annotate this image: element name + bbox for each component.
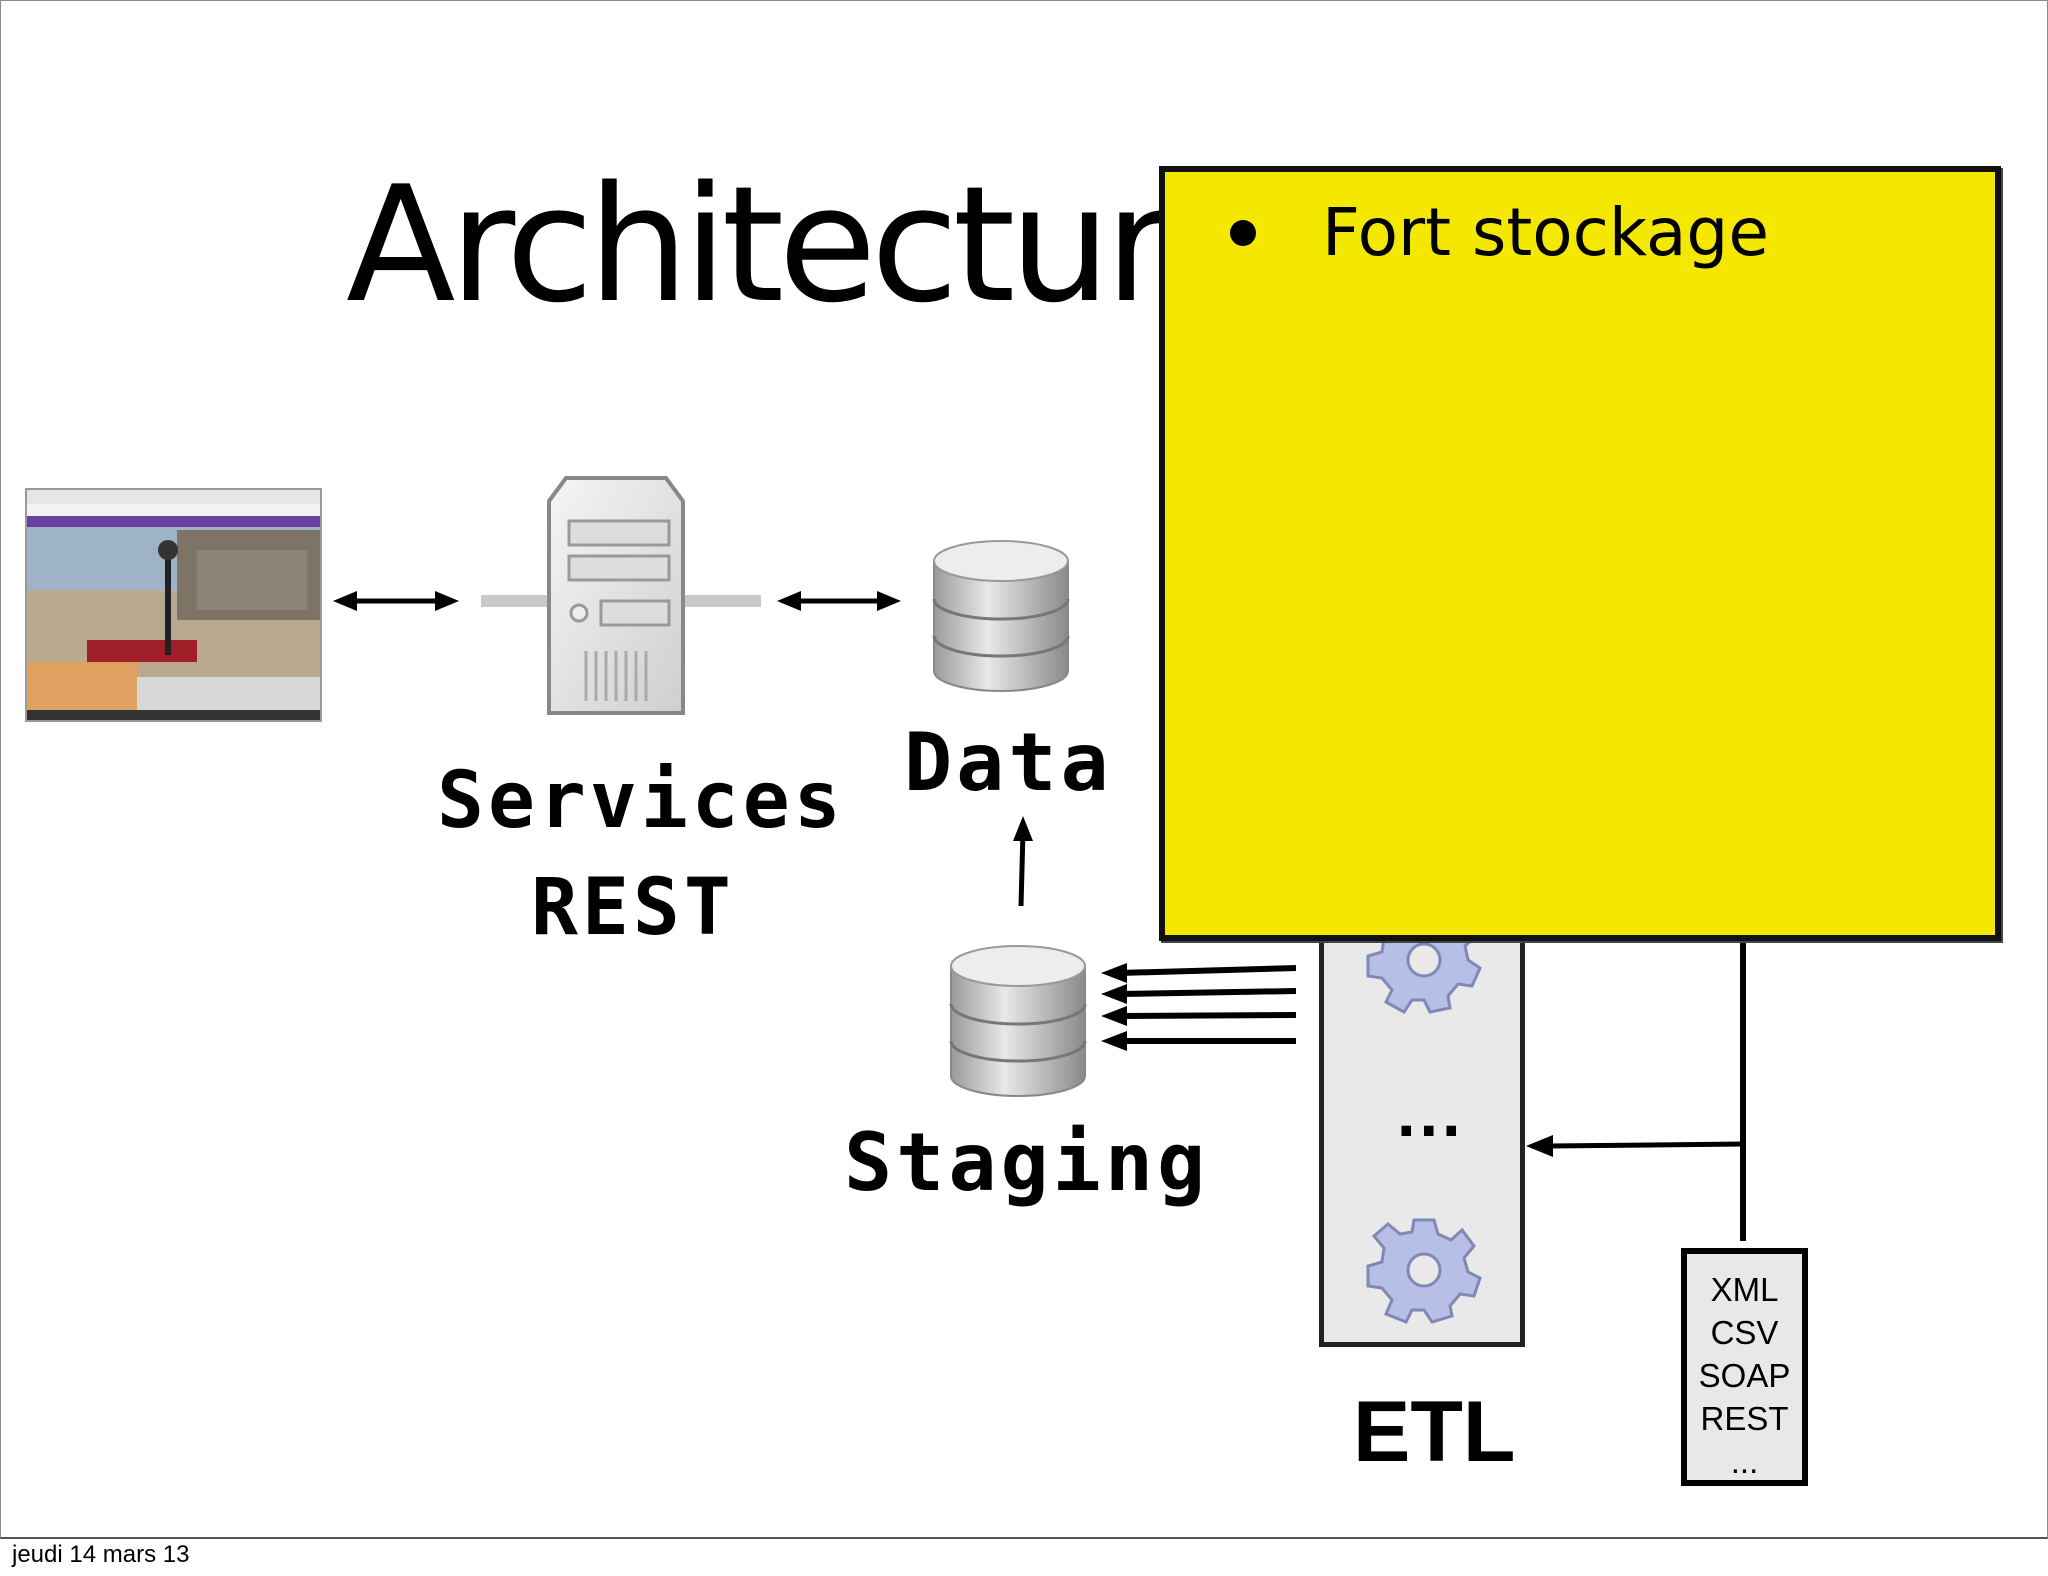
callout-bullet: Fort stockage <box>1230 194 1769 271</box>
callout-box: Fort stockage <box>1159 166 2001 941</box>
format-item: XML <box>1710 1271 1779 1308</box>
callout-text: Fort stockage <box>1322 194 1769 271</box>
etl-label: ETL <box>1353 1384 1516 1480</box>
diagram-connectors <box>333 476 1746 1241</box>
footer-date: jeudi 14 mars 13 <box>12 1541 190 1568</box>
arrow-sources-etl <box>1526 1135 1744 1157</box>
database-icon <box>949 945 1087 1097</box>
gear-icon <box>1366 1218 1482 1324</box>
data-sources-box: XML CSV SOAP REST ... <box>1681 1248 1808 1486</box>
format-item: SOAP <box>1698 1357 1791 1394</box>
rest-label: REST <box>531 863 735 953</box>
services-label: Services <box>437 756 845 846</box>
arrow-staging-data <box>1013 816 1033 907</box>
format-item: ... <box>1730 1443 1759 1480</box>
arrows-etl-staging <box>1101 963 1297 1051</box>
format-item: REST <box>1700 1400 1789 1437</box>
server-icon <box>547 476 685 715</box>
slide-title: Architecture <box>346 151 1260 338</box>
arrow-browser-server <box>333 591 459 611</box>
data-label: Data <box>904 716 1113 809</box>
format-item: CSV <box>1710 1314 1779 1351</box>
browser-screenshot-icon <box>25 488 322 722</box>
slide: Architecture <box>0 0 2048 1539</box>
bullet-icon <box>1230 219 1256 246</box>
database-icon <box>932 540 1070 692</box>
staging-label: Staging <box>844 1116 1210 1209</box>
arrow-server-data <box>777 591 901 611</box>
etl-ellipsis: ... <box>1396 1086 1464 1149</box>
